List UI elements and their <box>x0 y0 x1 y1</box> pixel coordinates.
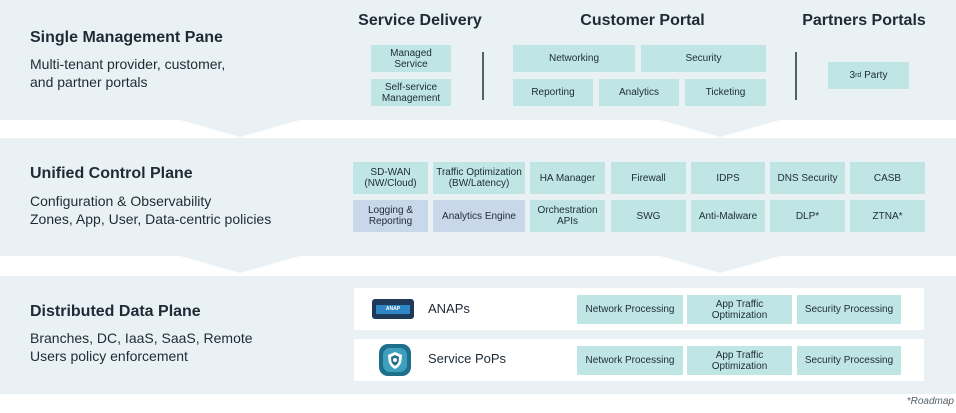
self-service-management-box: Self-service Management <box>371 79 451 106</box>
ticketing-box: Ticketing <box>685 79 766 106</box>
pops-app-traffic-box: App Traffic Optimization <box>687 346 792 375</box>
management-pane-subtitle: Multi-tenant provider, customer, and par… <box>30 56 226 90</box>
ztna-box: ZTNA* <box>850 200 925 232</box>
control-plane-subtitle: Configuration & Observability Zones, App… <box>30 193 272 227</box>
security-box: Security <box>641 45 766 72</box>
control-plane-band <box>0 138 956 256</box>
partners-portals-heading: Partners Portals <box>802 12 926 29</box>
networking-box: Networking <box>513 45 635 72</box>
band-chevron <box>660 120 780 137</box>
dns-security-box: DNS Security <box>770 162 845 194</box>
third-party-number: 3 <box>849 70 856 81</box>
anaps-label: ANAPs <box>428 301 470 316</box>
customer-portal-heading: Customer Portal <box>580 12 705 29</box>
column-divider <box>482 52 484 100</box>
anti-malware-box: Anti-Malware <box>691 200 765 232</box>
swg-box: SWG <box>611 200 686 232</box>
band-chevron <box>180 256 300 273</box>
sdwan-box: SD-WAN (NW/Cloud) <box>353 162 428 194</box>
anaps-network-processing-box: Network Processing <box>577 295 683 324</box>
managed-service-box: Managed Service <box>371 45 451 72</box>
anap-logo-text: ANAP <box>376 304 410 314</box>
control-plane-title: Unified Control Plane <box>30 165 193 182</box>
service-pops-label: Service PoPs <box>428 351 507 366</box>
anaps-app-traffic-box: App Traffic Optimization <box>687 295 792 324</box>
data-plane-title: Distributed Data Plane <box>30 303 201 320</box>
dlp-box: DLP* <box>770 200 845 232</box>
idps-box: IDPS <box>691 162 765 194</box>
column-divider <box>795 52 797 100</box>
data-plane-subtitle: Branches, DC, IaaS, SaaS, Remote Users p… <box>30 330 253 364</box>
third-party-suffix: rd <box>855 72 862 79</box>
traffic-optimization-box: Traffic Optimization (BW/Latency) <box>433 162 525 194</box>
third-party-label: Party <box>861 70 888 81</box>
ha-manager-box: HA Manager <box>530 162 605 194</box>
analytics-engine-box: Analytics Engine <box>433 200 525 232</box>
service-delivery-heading: Service Delivery <box>358 12 482 29</box>
firewall-box: Firewall <box>611 162 686 194</box>
analytics-box: Analytics <box>599 79 679 106</box>
reporting-box: Reporting <box>513 79 593 106</box>
anaps-security-processing-box: Security Processing <box>797 295 901 324</box>
pops-security-processing-box: Security Processing <box>797 346 901 375</box>
orchestration-apis-box: Orchestration APIs <box>530 200 605 232</box>
band-chevron <box>180 120 300 137</box>
pops-network-processing-box: Network Processing <box>577 346 683 375</box>
shield-icon <box>378 343 412 377</box>
logging-reporting-box: Logging & Reporting <box>353 200 428 232</box>
management-pane-title: Single Management Pane <box>30 29 223 46</box>
casb-box: CASB <box>850 162 925 194</box>
band-chevron <box>660 256 780 273</box>
anap-device-icon: ANAP <box>372 299 414 319</box>
roadmap-footnote: *Roadmap <box>906 396 954 407</box>
